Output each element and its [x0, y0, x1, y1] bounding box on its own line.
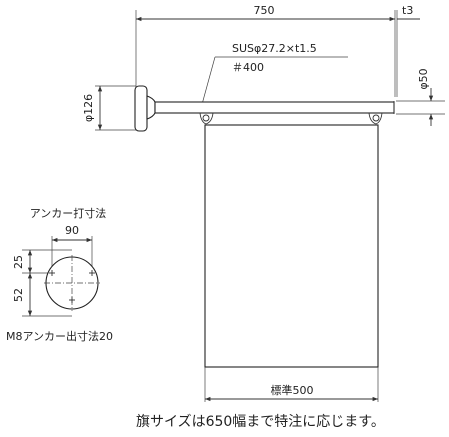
finish-label: ＃400 — [232, 61, 264, 74]
thickness-label: t3 — [402, 4, 413, 17]
length-label: 750 — [254, 4, 275, 17]
anchor-offset-top-label: 25 — [12, 255, 25, 269]
wall-base-plate — [134, 85, 148, 132]
flag-ring-right — [368, 112, 383, 125]
anchor-bolt-bottom — [69, 297, 75, 303]
material-label: SUSφ27.2×t1.5 — [232, 42, 317, 55]
end-diameter-label: φ50 — [417, 68, 430, 89]
base-diameter-label: φ126 — [82, 94, 95, 122]
anchor-spacing-label: 90 — [65, 224, 79, 237]
flag-ring-left — [199, 112, 214, 125]
flag-ring-right-hole — [372, 114, 380, 122]
anchor-title: アンカー打寸法 — [30, 206, 107, 220]
anchor-offset-bottom-label: 52 — [12, 288, 25, 302]
flag-ring-left-hole — [202, 114, 210, 122]
footnote: 旗サイズは650幅まで特注に応じます。 — [136, 414, 385, 430]
material-leader-line — [200, 56, 216, 109]
anchor-note: M8アンカー出寸法20 — [6, 329, 113, 343]
flag-width-label: 標準500 — [271, 383, 314, 397]
anchor-bolt-right — [89, 270, 95, 276]
anchor-bolt-left — [49, 270, 55, 276]
pole — [154, 101, 395, 114]
wall-base-neck — [146, 95, 156, 120]
flag — [204, 124, 379, 368]
